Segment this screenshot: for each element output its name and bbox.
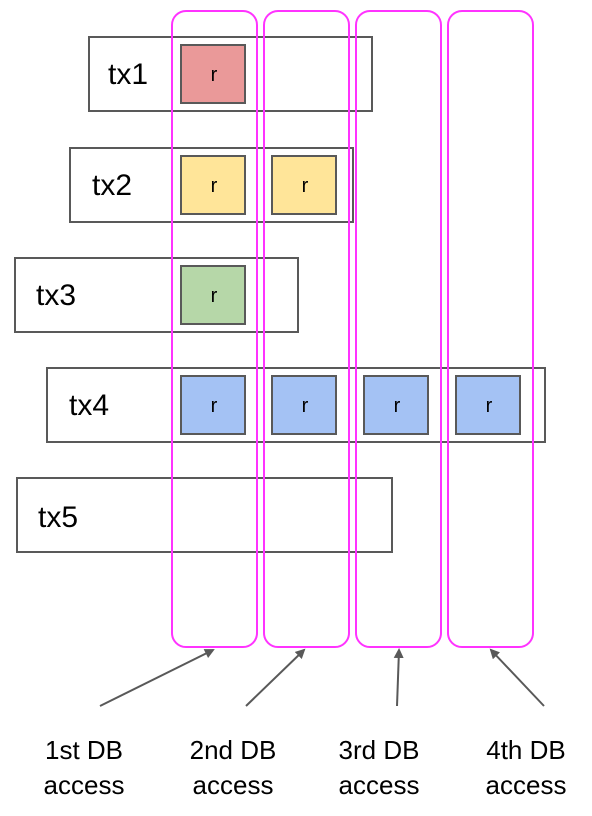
access-column-2 bbox=[263, 10, 350, 648]
tx2-read-1 bbox=[180, 155, 246, 215]
tx3-read-1 bbox=[180, 265, 246, 325]
access-1-label-line2: access bbox=[43, 770, 125, 800]
access-column-1 bbox=[171, 10, 258, 648]
tx2-label: tx2 bbox=[92, 169, 133, 202]
tx1-read-1-label: r bbox=[210, 64, 218, 86]
tx4-box bbox=[46, 367, 546, 443]
tx5-box bbox=[16, 477, 393, 553]
access-3-label-line2: access bbox=[338, 770, 420, 800]
access-column-3 bbox=[355, 10, 442, 648]
tx2-read-2-label: r bbox=[301, 175, 309, 197]
tx4-label: tx4 bbox=[69, 389, 110, 422]
arrow-3 bbox=[393, 648, 404, 707]
tx4-read-1 bbox=[180, 375, 246, 435]
tx4-read-1-label: r bbox=[210, 395, 218, 417]
access-4-label-line2: access bbox=[485, 770, 567, 800]
tx1-label: tx1 bbox=[108, 58, 149, 91]
tx4-read-4 bbox=[455, 375, 521, 435]
tx1-read-1 bbox=[180, 44, 246, 104]
access-3-label-line1: 3rd DB bbox=[338, 735, 420, 765]
tx3-label: tx3 bbox=[36, 279, 77, 312]
tx4-read-3 bbox=[363, 375, 429, 435]
tx2-read-1-label: r bbox=[210, 175, 218, 197]
tx4-read-2-label: r bbox=[301, 395, 309, 417]
access-4-label-line1: 4th DB bbox=[486, 735, 566, 765]
tx1-box bbox=[88, 36, 373, 112]
arrow-1 bbox=[99, 649, 215, 707]
access-2-label-line2: access bbox=[192, 770, 274, 800]
tx4-read-2 bbox=[271, 375, 337, 435]
arrow-4 bbox=[489, 648, 545, 707]
tx5-label: tx5 bbox=[38, 501, 79, 534]
access-1-label-line1: 1st DB bbox=[44, 735, 124, 765]
tx4-read-3-label: r bbox=[393, 395, 401, 417]
arrow-2 bbox=[245, 648, 306, 707]
tx4-read-4-label: r bbox=[485, 395, 493, 417]
tx2-box bbox=[69, 147, 354, 223]
tx3-box bbox=[14, 257, 299, 333]
tx3-read-1-label: r bbox=[210, 285, 218, 307]
access-column-4 bbox=[447, 10, 534, 648]
tx2-read-2 bbox=[271, 155, 337, 215]
access-2-label-line1: 2nd DB bbox=[189, 735, 277, 765]
